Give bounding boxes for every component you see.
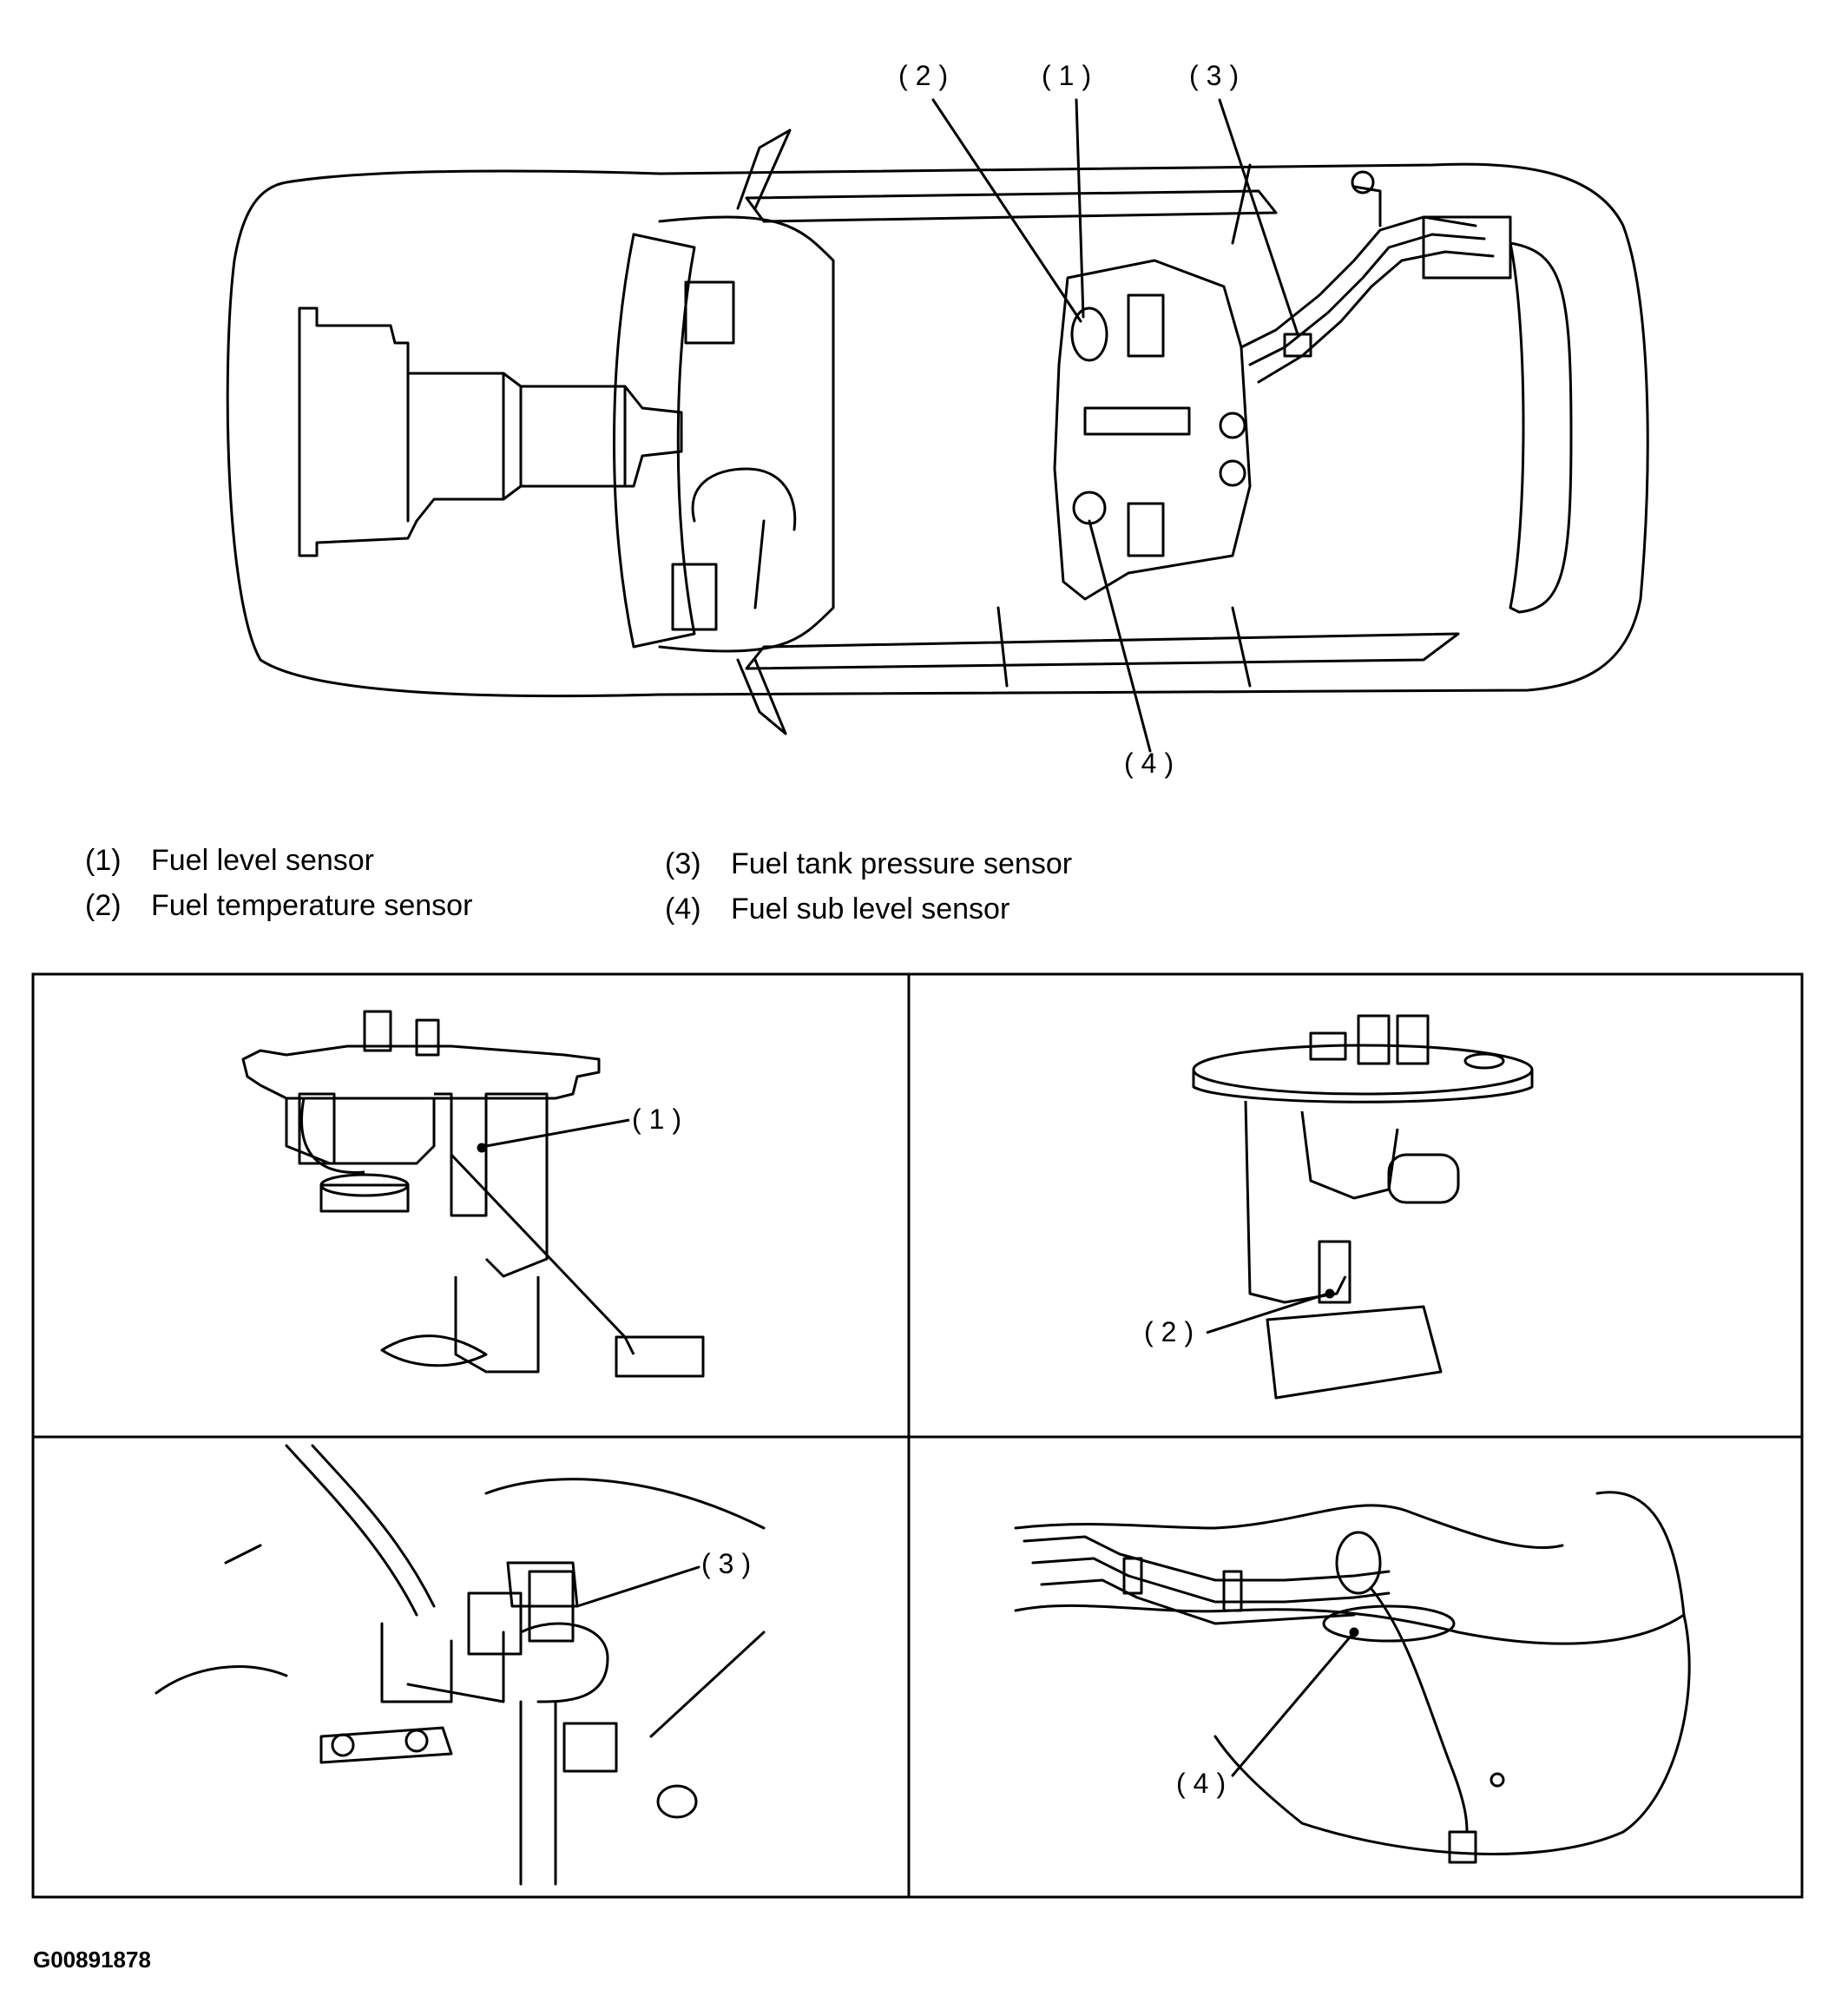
- leader-line-panel-2: [1206, 1292, 1329, 1334]
- legend-number: (1): [85, 844, 122, 877]
- float-arm: [450, 1153, 635, 1355]
- fuel-lines: [1240, 215, 1495, 384]
- fuel-tank-outline: [1053, 259, 1252, 601]
- pressure-sensor-mark: [1283, 333, 1312, 358]
- panel-4-callout: (4): [1176, 1768, 1233, 1799]
- legend-item-1: (1) Fuel level sensor: [85, 844, 374, 878]
- panel-3-callout: (3): [701, 1548, 759, 1579]
- vehicle-top-view-diagram: (2) (1) (3) (4): [226, 60, 1649, 779]
- leader-line-panel-4: [1231, 1631, 1356, 1777]
- leader-line-3: [1218, 98, 1299, 336]
- legend-text: Fuel tank pressure sensor: [731, 847, 1073, 880]
- legend-number: (2): [85, 889, 122, 922]
- panel-tank-pressure-sensor: [155, 1444, 766, 1886]
- legend-number: (4): [665, 893, 701, 926]
- callout-3-label: (3): [1189, 60, 1246, 91]
- legend-text: Fuel level sensor: [151, 844, 375, 877]
- panel-1-callout: (1): [632, 1104, 689, 1135]
- legend-text: Fuel temperature sensor: [151, 889, 473, 922]
- tank-outline: [1014, 1604, 1691, 1855]
- panel-2-callout: (2): [1144, 1316, 1201, 1347]
- pressure-sensor-connector: [506, 1561, 579, 1608]
- legend-text: Fuel sub level sensor: [731, 893, 1010, 926]
- fuel-level-sensor-mark: [1070, 306, 1108, 362]
- legend-item-4: (4) Fuel sub level sensor: [665, 893, 1009, 926]
- legend-item-2: (2) Fuel temperature sensor: [85, 889, 472, 923]
- panel-fuel-temperature-sensor: [1192, 1014, 1534, 1400]
- leader-line-1: [1075, 98, 1085, 319]
- engine-outline: [298, 306, 683, 557]
- windshield-outline: [613, 233, 696, 649]
- callout-4-label: (4): [1124, 748, 1181, 779]
- legend-number: (3): [665, 847, 701, 880]
- legend-item-3: (3) Fuel tank pressure sensor: [665, 847, 1072, 881]
- service-hole: [1322, 1604, 1456, 1643]
- detail-grid: (1) (2) (3): [31, 972, 1804, 1899]
- leader-line-2: [931, 98, 1082, 323]
- figure-id: G00891878: [33, 1947, 151, 1973]
- panel-fuel-level-sensor: [241, 1010, 705, 1378]
- panel-fuel-sub-level-sensor: [1014, 1491, 1691, 1864]
- fuel-sub-level-sensor-mark: [1072, 491, 1107, 525]
- leader-line-panel-1: [485, 1118, 630, 1148]
- car-body-outline: [226, 162, 1649, 698]
- callout-2-label: (2): [898, 60, 956, 91]
- callout-1-label: (1): [1042, 60, 1099, 91]
- leader-line-panel-3: [575, 1565, 700, 1608]
- leader-line-4: [1088, 519, 1152, 753]
- strainer: [1266, 1305, 1443, 1400]
- pump-flange: [1192, 1044, 1534, 1096]
- hose: [285, 1444, 418, 1617]
- pipe-bundle: [1023, 1535, 1391, 1625]
